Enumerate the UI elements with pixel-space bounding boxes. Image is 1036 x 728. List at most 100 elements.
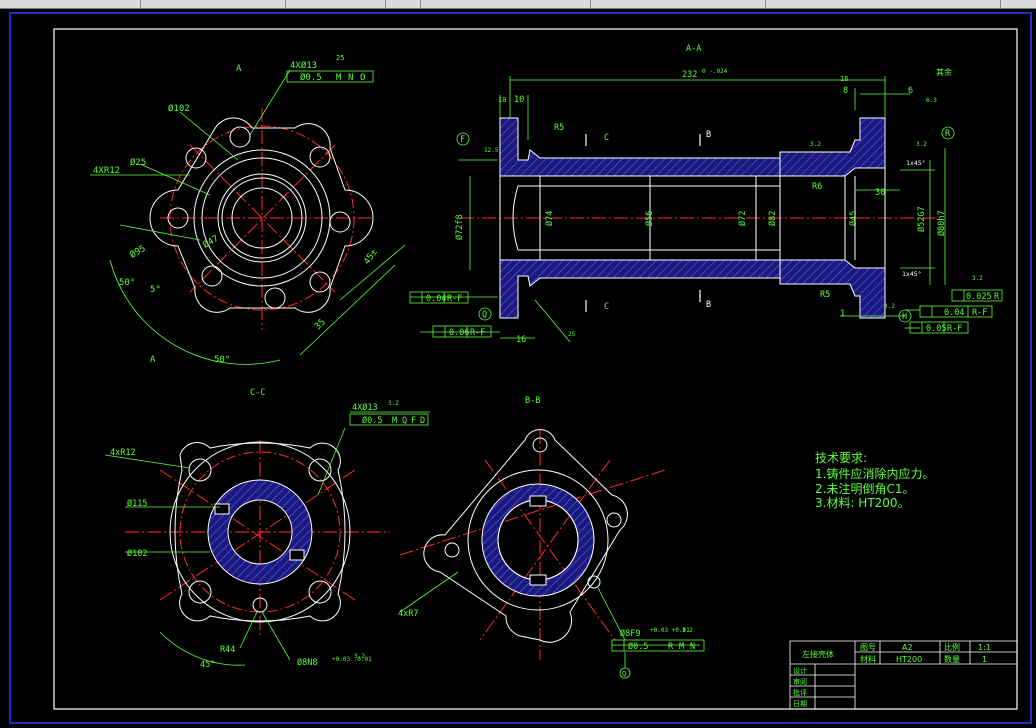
bb-gdt: Ø0.5 [628,641,648,652]
len-45: 45± [362,247,380,267]
dim-6: 6 [908,86,913,96]
section-cc-view [125,440,390,635]
dim-d52g7: Ø52G7 [916,206,927,232]
cc-r12: 4xR12 [110,448,136,458]
drawing-label: N [348,73,353,83]
inner-frame [53,28,1018,710]
dim-d45: Ø45 [848,211,859,226]
section-bb-title: B-B [525,396,540,406]
tb-sheet-value: A2 [902,643,913,652]
cut-a-top: A [236,64,242,74]
dim-overall-tol: 0 -.024 [702,68,728,75]
tb-qty-value: 1 [982,655,987,664]
section-bb-view [399,429,666,660]
holes-tol: Ø0.5 [300,72,322,83]
drawing-label: M [336,73,342,83]
cc-holes-tol: Ø0.5 [362,415,382,426]
drawing-label: 3.2 [810,141,821,148]
cut-b-bottom: B [706,300,711,310]
cc-r44: R44 [220,645,235,655]
dim-d56: Ø56 [644,211,655,226]
rough-other: 其余 [936,67,952,77]
dim-8: 8 [843,86,848,96]
dim-r12: 4XR12 [93,166,120,176]
dim-1: 1 [840,309,845,319]
cc-holes-callout: 4XØ13 [352,402,378,413]
chamfer-bottom: 1x45° [902,270,922,278]
datum-r: R [945,129,951,139]
drawing-label: N [690,642,695,652]
dim-r6: R6 [812,182,822,192]
gdt5-val: 0.05 [926,324,946,334]
section-aa-labels: A-A 232 0 -.024 10 10 8 16 6 30 R5 R6 R5… [426,44,1000,345]
technical-notes: 技术要求: 1.铸件应消除内应力。 2.未注明倒角C1。 3.材料: HT200… [815,451,934,510]
tb-sheet-label: 图号 [860,643,876,652]
drawing-label: 3.2 [682,627,693,634]
dim-r5b: R5 [820,290,830,300]
gdt5-ref: R-F [947,324,962,334]
dim-10a: 10 [514,95,524,105]
tb-row-1: 设计 [793,666,807,675]
dim-d95: Ø95 [128,243,148,261]
toolbar-strip [0,0,1036,9]
cc-d115: Ø115 [127,498,147,509]
angle-50b: 50° [214,355,230,365]
section-aa-title: A-A [686,44,701,54]
drawing-label: M [392,416,397,426]
front-view [149,108,374,330]
bb-r7: 4xR7 [398,609,418,619]
notes-line-2: 2.未注明倒角C1。 [815,481,914,496]
drawing-label: 3.2 [388,400,399,407]
drawing-label: F [411,416,416,426]
angle-50a: 50° [119,278,135,288]
gdt4-val: 0.04 [944,308,964,318]
cut-c-top: C [604,133,609,143]
tb-row-3: 批评 [793,688,807,697]
bb-hole: Ø8F9 [620,628,640,639]
dim-d74: Ø74 [544,211,555,226]
title-block-text: 左接壳体 图号 A2 比例 1:1 材料 HT200 数量 1 设计 审阅 批评… [793,642,991,708]
notes-title: 技术要求: [815,451,867,465]
drawing-label: 3.2 [972,275,983,282]
notes-line-1: 1.铸件应消除内应力。 [815,466,934,481]
angle-5: 5° [150,285,161,295]
chamfer-top: 1x45° [906,159,926,167]
gdt2-val: 0.06 [449,328,469,338]
cut-c-bottom: C [604,302,609,312]
drawing-label: O [360,73,365,83]
cut-b-top: B [706,130,711,140]
drawing-label: R [668,642,674,652]
drawing-label: D [420,416,425,426]
dim-d25: Ø25 [130,157,146,168]
drawing-label: 3.2 [916,141,927,148]
tb-material-label: 材料 [860,654,876,664]
bb-hole-tol: +0.03 +0.01 [650,627,690,634]
tb-part-name: 左接壳体 [802,649,834,659]
dim-d72f8: Ø72f8 [454,214,465,240]
gdt1-ref: R-F [447,294,462,304]
dim-10b: 10 [498,96,506,104]
bb-datum-q: Q [622,670,626,678]
dim-16: 16 [516,335,526,345]
gdt3-ref: R [994,292,1000,302]
tb-qty-label: 数量 [944,654,960,664]
drawing-label: 3.2 [884,303,895,310]
cc-d102: Ø102 [127,548,147,559]
drawing-label: 12.5 [484,147,499,154]
cc-pin: Ø8N8 [297,657,317,668]
notes-line-3: 3.材料: HT200。 [815,496,910,510]
title-block [789,640,1018,710]
gdt2-ref: R-F [470,328,485,338]
cc-pin-tol: +0.03 -0.01 [332,656,372,663]
drawing-label: Q [402,416,407,426]
tb-row-2: 审阅 [793,677,807,686]
front-view-dims [90,69,406,365]
holes-callout: 4XØ13 [290,60,317,71]
tb-scale-label: 比例 [944,642,960,652]
dim-d82: Ø82 [767,211,778,226]
front-view-labels: A 4XØ13 Ø0.5 M N O 25 Ø102 4XR12 Ø25 Ø95… [93,54,380,365]
drawing-border [9,12,1032,724]
drawing-label: 3.2 [354,653,365,660]
section-cc-dims [104,411,430,666]
